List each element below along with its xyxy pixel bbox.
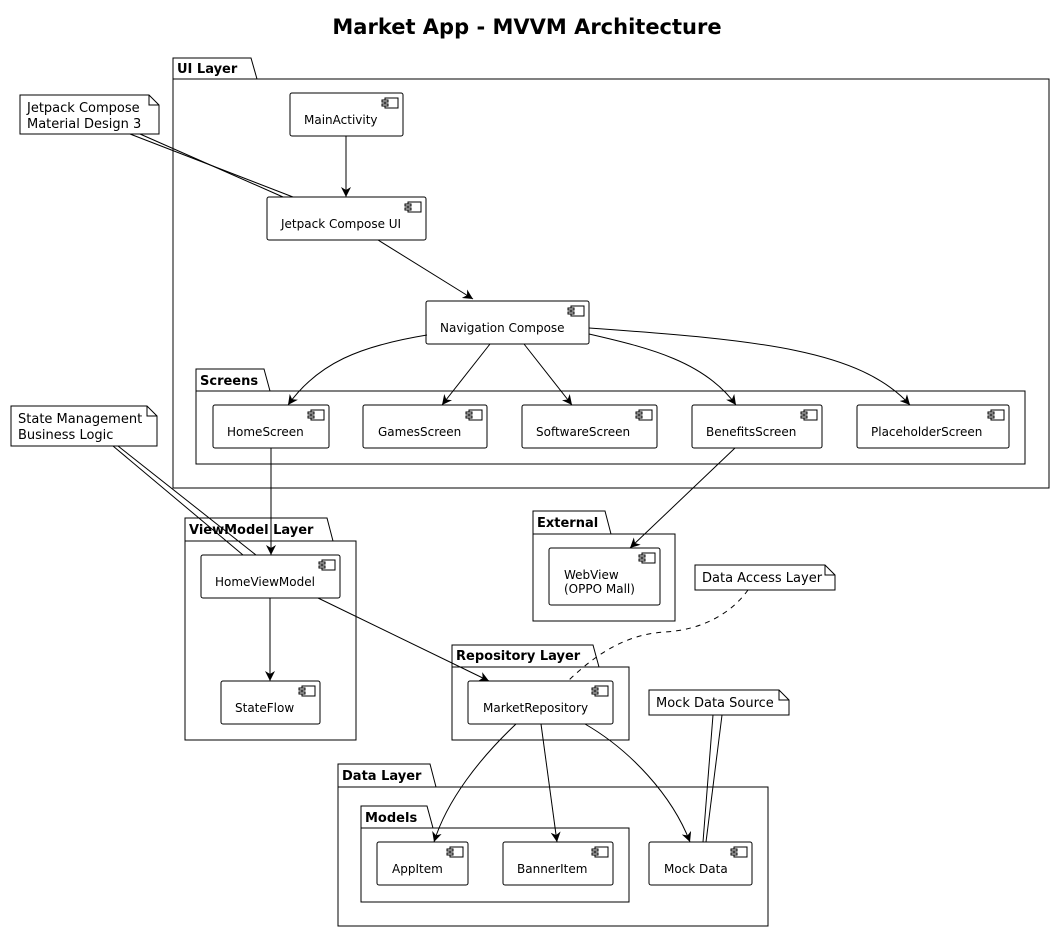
component-label: PlaceholderScreen	[871, 425, 982, 439]
note-connector	[117, 445, 257, 556]
note-mock-data-source: Mock Data Source	[648, 689, 790, 716]
note-line: State Management	[18, 412, 142, 427]
component-home-screen[interactable]: HomeScreen	[212, 404, 330, 449]
package-label-repository-layer: Repository Layer	[456, 649, 581, 664]
note-connector	[112, 445, 244, 556]
component-compose-ui[interactable]: Jetpack Compose UI	[266, 196, 427, 241]
component-mock-data[interactable]: Mock Data	[648, 841, 753, 886]
component-benefits-screen[interactable]: BenefitsScreen	[691, 404, 823, 449]
package-label-ui-layer: UI Layer	[177, 62, 238, 77]
diagram-title: Market App - MVVM Architecture	[332, 15, 721, 39]
arrow-nav-to-games	[441, 343, 491, 406]
arrow-viewmodel-to-repository	[317, 597, 490, 682]
component-home-viewmodel[interactable]: HomeViewModel	[200, 554, 341, 599]
note-line: Jetpack Compose	[26, 101, 140, 116]
note-connector	[705, 714, 723, 843]
component-label: MarketRepository	[483, 701, 588, 715]
arrow-nav-to-software	[523, 343, 573, 406]
component-navigation-compose[interactable]: Navigation Compose	[425, 300, 590, 345]
note-line: Mock Data Source	[656, 696, 774, 711]
component-label-line1: WebView	[564, 568, 619, 582]
component-label: SoftwareScreen	[536, 425, 630, 439]
component-label: Jetpack Compose UI	[280, 217, 401, 231]
arrow-repository-to-appitem	[432, 723, 517, 843]
note-connector	[702, 714, 714, 843]
arrow-nav-to-benefits	[588, 333, 737, 406]
arrow-compose-to-navigation	[377, 239, 474, 300]
arrow-benefits-to-webview	[629, 447, 736, 549]
package-label-data-layer: Data Layer	[342, 769, 422, 784]
note-line: Data Access Layer	[702, 571, 823, 586]
note-data-access-layer: Data Access Layer	[694, 564, 836, 591]
note-line: Material Design 3	[27, 117, 141, 132]
package-label-models: Models	[365, 811, 417, 826]
component-label: BannerItem	[517, 862, 587, 876]
arrow-repository-to-mockdata	[584, 723, 692, 843]
note-connector	[139, 133, 284, 198]
component-label: MainActivity	[304, 113, 378, 127]
component-games-screen[interactable]: GamesScreen	[362, 404, 488, 449]
package-ui-layer: UI Layer	[172, 57, 1050, 489]
component-market-repository[interactable]: MarketRepository	[467, 680, 614, 725]
component-label: HomeScreen	[227, 425, 304, 439]
component-label: Mock Data	[664, 862, 728, 876]
component-main-activity[interactable]: MainActivity	[289, 92, 404, 137]
component-webview[interactable]: WebView (OPPO Mall)	[548, 547, 661, 606]
note-connector-dashed	[567, 589, 749, 682]
note-state-management: State Management Business Logic	[10, 405, 158, 447]
package-label-screens: Screens	[200, 374, 258, 389]
arrow-nav-to-home	[287, 334, 428, 406]
component-label: AppItem	[392, 862, 443, 876]
note-jetpack-compose: Jetpack Compose Material Design 3	[19, 94, 160, 135]
component-banner-item[interactable]: BannerItem	[502, 841, 614, 886]
package-label-external: External	[537, 516, 598, 531]
note-line: Business Logic	[18, 428, 113, 443]
component-software-screen[interactable]: SoftwareScreen	[521, 404, 658, 449]
component-label: StateFlow	[235, 701, 294, 715]
component-label: GamesScreen	[378, 425, 461, 439]
component-stateflow[interactable]: StateFlow	[220, 680, 321, 725]
arrow-nav-to-placeholder	[588, 327, 911, 406]
component-placeholder-screen[interactable]: PlaceholderScreen	[856, 404, 1010, 449]
component-label: HomeViewModel	[215, 575, 315, 589]
component-label-line2: (OPPO Mall)	[564, 582, 635, 596]
arrow-repository-to-banneritem	[540, 723, 561, 843]
component-label: Navigation Compose	[440, 321, 565, 335]
component-label: BenefitsScreen	[706, 425, 796, 439]
component-app-item[interactable]: AppItem	[376, 841, 469, 886]
